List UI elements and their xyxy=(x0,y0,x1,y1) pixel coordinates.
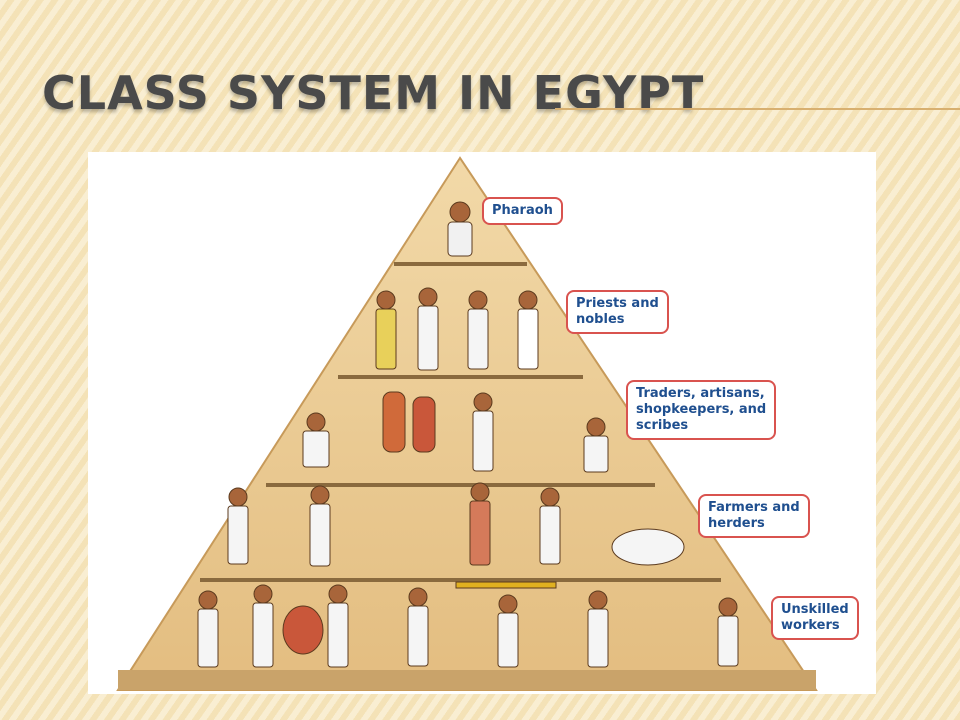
level-label-pharaoh: Pharaoh xyxy=(482,197,563,225)
level-label-farmers-herders: Farmers and herders xyxy=(698,494,810,538)
pyramid-graphic xyxy=(116,156,818,691)
herder-figure xyxy=(540,487,560,507)
level-label-unskilled-workers: Unskilled workers xyxy=(771,596,859,640)
priest-figure xyxy=(518,290,538,310)
farmer-figure xyxy=(470,482,490,502)
noble-figure xyxy=(418,287,438,307)
farmer-figure xyxy=(310,485,330,505)
worker-figure xyxy=(588,590,608,610)
worker-figure xyxy=(408,587,428,607)
scribe-figure xyxy=(473,392,493,412)
pharaoh-figure xyxy=(449,201,471,223)
class-pyramid-illustration: Pharaoh Priests and nobles Traders, arti… xyxy=(88,152,876,694)
trader-figure xyxy=(586,417,606,437)
title-underline xyxy=(555,108,960,110)
artisan-figure xyxy=(306,412,326,432)
level-label-priests-nobles: Priests and nobles xyxy=(566,290,669,334)
worker-figure xyxy=(198,590,218,610)
worker-figure xyxy=(328,584,348,604)
worker-figure xyxy=(498,594,518,614)
farmer-figure xyxy=(228,487,248,507)
worker-figure xyxy=(718,597,738,617)
noble-figure xyxy=(376,290,396,310)
worker-figure xyxy=(253,584,273,604)
level-label-traders-artisans: Traders, artisans, shopkeepers, and scri… xyxy=(626,380,777,440)
priest-figure xyxy=(468,290,488,310)
ox-figure xyxy=(611,528,685,566)
